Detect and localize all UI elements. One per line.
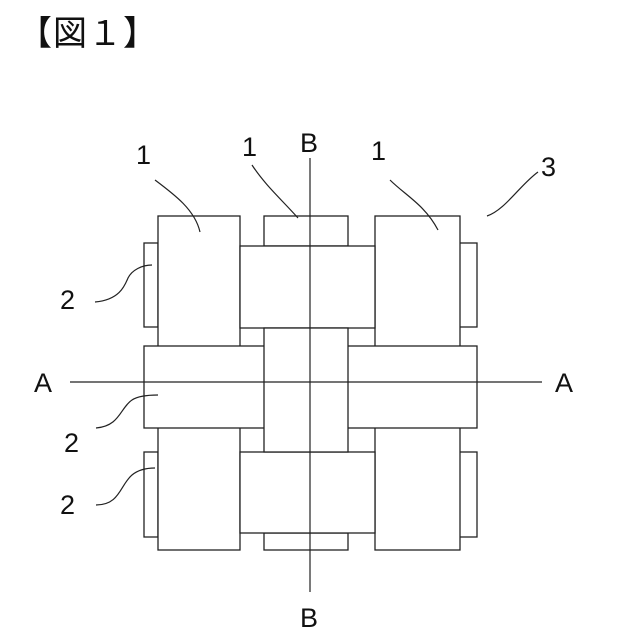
right-upper-stub	[459, 243, 477, 327]
label-warp-lower: 2	[60, 490, 75, 520]
left-upper-stub	[144, 243, 158, 327]
left-lower-stub	[144, 452, 158, 537]
lower-horizontal-strip	[240, 452, 375, 533]
center-strip-top-stub	[264, 216, 348, 246]
label-section-b-bottom: B	[300, 603, 318, 633]
center-vertical-strip	[264, 328, 348, 452]
label-weft-top-center: 1	[242, 132, 257, 162]
center-strip-bottom-stub	[264, 533, 348, 550]
upper-horizontal-strip	[240, 246, 375, 328]
label-section-b-top: B	[300, 128, 318, 158]
label-warp-upper: 2	[60, 285, 75, 315]
leader-weft-center	[252, 165, 298, 218]
label-weft-top-right: 1	[371, 136, 386, 166]
leader-fabric	[487, 172, 538, 216]
label-warp-middle: 2	[64, 428, 79, 458]
label-section-a-left: A	[34, 368, 52, 398]
right-lower-stub	[459, 452, 477, 537]
label-section-a-right: A	[555, 368, 573, 398]
label-weft-top-left: 1	[136, 140, 151, 170]
label-fabric: 3	[541, 152, 556, 182]
